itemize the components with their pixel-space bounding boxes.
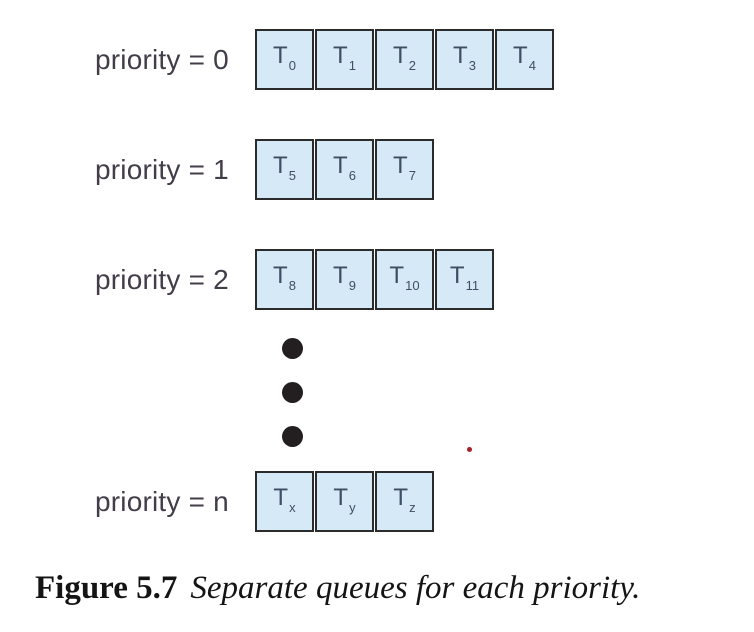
task-label: T3	[453, 41, 476, 73]
task-label: T6	[333, 151, 356, 183]
task-base: T	[453, 41, 468, 69]
task-subscript: 0	[288, 57, 296, 73]
task-base: T	[513, 41, 528, 69]
task-base: T	[333, 483, 349, 511]
task-box: T11	[435, 249, 494, 310]
task-base: T	[273, 483, 289, 511]
task-box: T1	[315, 29, 374, 90]
task-base: T	[273, 261, 288, 289]
task-base: T	[333, 261, 348, 289]
priority-label: priority = 0	[95, 44, 229, 75]
task-label: Ty	[333, 483, 356, 515]
task-base: T	[393, 483, 409, 511]
task-subscript: y	[349, 499, 356, 515]
task-label: T5	[273, 151, 296, 183]
task-box: Tx	[255, 471, 314, 532]
task-base: T	[333, 41, 348, 69]
task-label: T10	[389, 261, 420, 293]
task-box: T6	[315, 139, 374, 200]
task-subscript: x	[289, 499, 296, 515]
task-label: Tx	[273, 483, 296, 515]
task-subscript: 8	[288, 277, 296, 293]
figure-caption-label: Figure 5.7	[35, 570, 178, 606]
task-box: Ty	[315, 471, 374, 532]
task-subscript: 7	[408, 167, 416, 183]
task-base: T	[389, 261, 405, 289]
stray-red-dot	[467, 447, 472, 452]
task-base: T	[273, 151, 288, 179]
task-subscript: 9	[348, 277, 356, 293]
task-label: T4	[513, 41, 536, 73]
task-base: T	[393, 151, 408, 179]
task-subscript: 11	[465, 277, 480, 293]
task-base: T	[393, 41, 408, 69]
task-label: T1	[333, 41, 356, 73]
task-base: T	[333, 151, 348, 179]
task-box: T7	[375, 139, 434, 200]
task-box: T0	[255, 29, 314, 90]
task-box: T2	[375, 29, 434, 90]
task-box: T5	[255, 139, 314, 200]
vertical-ellipsis	[282, 338, 303, 447]
ellipsis-dot	[282, 426, 303, 447]
priority-label: priority = 2	[95, 264, 229, 295]
priority-label: priority = 1	[95, 154, 229, 185]
task-label: T8	[273, 261, 296, 293]
task-label: T7	[393, 151, 416, 183]
task-subscript: 6	[348, 167, 356, 183]
ellipsis-dot	[282, 338, 303, 359]
task-box: T8	[255, 249, 314, 310]
task-subscript: 10	[405, 277, 420, 293]
task-base: T	[273, 41, 288, 69]
task-subscript: 1	[348, 57, 356, 73]
task-subscript: 5	[288, 167, 296, 183]
task-label: T9	[333, 261, 356, 293]
figure-caption: Figure 5.7 Separate queues for each prior…	[35, 570, 735, 607]
figure-caption-text: Separate queues for each priority.	[190, 570, 641, 606]
task-subscript: z	[409, 499, 416, 515]
task-subscript: 4	[528, 57, 536, 73]
task-box: T9	[315, 249, 374, 310]
priority-label: priority = n	[95, 486, 229, 517]
task-box: T3	[435, 29, 494, 90]
task-label: T2	[393, 41, 416, 73]
task-label: Tz	[393, 483, 416, 515]
task-label: T11	[449, 261, 480, 293]
task-box: T4	[495, 29, 554, 90]
task-subscript: 3	[468, 57, 476, 73]
task-base: T	[449, 261, 465, 289]
task-box: Tz	[375, 471, 434, 532]
ellipsis-dot	[282, 382, 303, 403]
task-label: T0	[273, 41, 296, 73]
task-subscript: 2	[408, 57, 416, 73]
task-box: T10	[375, 249, 434, 310]
